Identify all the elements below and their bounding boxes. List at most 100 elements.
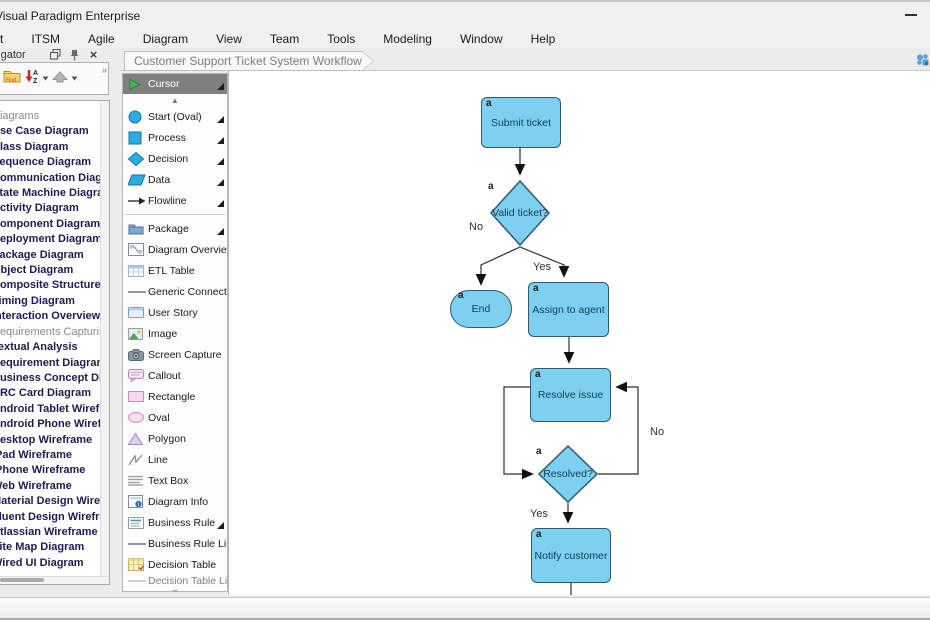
flow-node-resolved[interactable]: Resolved?a <box>536 445 598 503</box>
palette-item-process[interactable]: Process <box>123 127 227 148</box>
menu-diagram[interactable]: Diagram <box>142 31 189 46</box>
menu-window[interactable]: Window <box>459 31 503 46</box>
tree-item-iphone-wireframe[interactable]: iPhone Wireframe <box>0 464 86 477</box>
tree-item-communication-diagram[interactable]: Communication Diagram <box>0 171 109 184</box>
tree-item-interaction-overview-diagram[interactable]: Interaction Overview Diagram <box>0 310 109 323</box>
palette-item-text-box[interactable]: Text Box <box>123 470 227 491</box>
flow-connector[interactable] <box>503 386 534 480</box>
tree-item-material-design-wireframe[interactable]: Material Design Wireframe <box>0 495 109 508</box>
tree-item-site-map-diagram[interactable]: Site Map Diagram <box>0 541 85 554</box>
close-icon[interactable]: × <box>89 46 98 62</box>
palette-item-decision-table[interactable]: Decision Table <box>123 554 227 575</box>
scrollbar-thumb[interactable] <box>0 578 44 582</box>
pin-icon[interactable] <box>69 49 80 60</box>
menu-tools[interactable]: Tools <box>327 31 356 46</box>
palette-item-screen-capture[interactable]: Screen Capture <box>123 344 227 365</box>
tree-section-diagrams[interactable]: Diagrams <box>0 110 40 122</box>
tree-item-composite-structure-diagram[interactable]: Composite Structure Diagram <box>0 279 109 292</box>
caret-icon[interactable] <box>42 74 49 83</box>
tree-item-ipad-wireframe[interactable]: iPad Wireframe <box>0 448 72 461</box>
tab-customer-support-ticket-system-workflow[interactable]: Customer Support Ticket System Workflow <box>124 51 374 71</box>
puzzle-icon[interactable] <box>916 53 929 71</box>
overflow-chevrons-icon[interactable]: » <box>101 65 107 75</box>
palette-item-start-oval[interactable]: Start (Oval) <box>123 106 227 127</box>
tree-item-deployment-diagram[interactable]: Deployment Diagram <box>0 233 103 246</box>
palette-item-callout[interactable]: Callout <box>123 365 227 386</box>
tree-item-crc-card-diagram[interactable]: CRC Card Diagram <box>0 387 92 400</box>
menu-view[interactable]: View <box>216 31 242 46</box>
tree-item-package-diagram[interactable]: Package Diagram <box>0 248 84 261</box>
palette-item-cursor[interactable]: Cursor <box>123 74 227 94</box>
tree-item-class-diagram[interactable]: Class Diagram <box>0 140 69 153</box>
navigator-vertical-scrollbar[interactable] <box>100 101 109 584</box>
menu-help[interactable]: Help <box>530 31 556 46</box>
palette-item-rectangle[interactable]: Rectangle <box>123 386 227 407</box>
status-bar <box>0 597 930 620</box>
palette-scroll-down[interactable]: ▼ <box>171 587 179 592</box>
flow-connector[interactable] <box>519 246 570 278</box>
tree-item-fluent-design-wireframe[interactable]: Fluent Design Wireframe <box>0 510 109 523</box>
flow-label-yes[interactable]: Yes <box>530 508 548 520</box>
minimize-button[interactable] <box>904 8 918 20</box>
menu-agile[interactable]: Agile <box>88 31 115 46</box>
palette-item-oval[interactable]: Oval <box>123 407 227 428</box>
palette-item-business-rule-link[interactable]: Business Rule Link <box>123 533 227 554</box>
tree-section-requirements-capturing[interactable]: Requirements Capturing <box>0 325 110 338</box>
palette-item-data[interactable]: Data <box>123 169 227 190</box>
palette-item-package[interactable]: Package <box>123 218 227 239</box>
tree-item-atlassian-wireframe[interactable]: Atlassian Wireframe <box>0 525 98 538</box>
tree-item-timing-diagram[interactable]: Timing Diagram <box>0 294 75 307</box>
palette-item-decision[interactable]: Decision <box>123 148 227 169</box>
etl-table-icon <box>128 264 148 277</box>
tree-item-android-phone-wireframe[interactable]: Android Phone Wireframe <box>0 418 109 431</box>
tree-item-activity-diagram[interactable]: Activity Diagram <box>0 202 79 215</box>
open-folder-icon[interactable]: Find <box>3 68 21 89</box>
tree-item-state-machine-diagram[interactable]: State Machine Diagram <box>0 187 110 200</box>
collapse-icon[interactable] <box>51 70 69 88</box>
palette-item-polygon[interactable]: Polygon <box>123 428 227 449</box>
flow-label-yes[interactable]: Yes <box>533 261 551 273</box>
flow-connector[interactable] <box>598 381 639 475</box>
tree-item-sequence-diagram[interactable]: Sequence Diagram <box>0 156 92 169</box>
tree-item-wired-ui-diagram[interactable]: Wired UI Diagram <box>0 556 84 569</box>
tree-item-object-diagram[interactable]: Object Diagram <box>0 264 74 277</box>
tree-item-component-diagram[interactable]: Component Diagram <box>0 217 101 230</box>
palette-item-decision-table-link[interactable]: Decision Table Link <box>123 575 227 586</box>
palette-item-etl-table[interactable]: ETL Table <box>123 260 227 281</box>
caret-icon[interactable] <box>71 74 78 83</box>
tree-item-web-wireframe[interactable]: Web Wireframe <box>0 479 72 492</box>
palette-item-business-rule[interactable]: Business Rule <box>123 512 227 533</box>
flow-connector[interactable] <box>475 246 521 286</box>
restore-icon[interactable] <box>50 49 61 60</box>
tree-item-requirement-diagram[interactable]: Requirement Diagram <box>0 356 107 369</box>
palette-item-flowline[interactable]: Flowline <box>123 190 227 211</box>
menu-itsm[interactable]: ITSM <box>31 31 61 46</box>
tree-item-use-case-diagram[interactable]: Use Case Diagram <box>0 125 89 138</box>
menu-project[interactable]: Project <box>0 31 4 46</box>
palette-item-image[interactable]: Image <box>123 323 227 344</box>
menu-team[interactable]: Team <box>269 31 300 46</box>
tree-item-textual-analysis[interactable]: Textual Analysis <box>0 341 78 354</box>
tree-item-business-concept-diagram[interactable]: Business Concept Diagram <box>0 371 109 384</box>
flow-label-no[interactable]: No <box>650 426 665 438</box>
navigator-horizontal-scrollbar[interactable] <box>0 576 109 584</box>
flow-node-label: End <box>471 303 491 315</box>
palette-scroll-up[interactable]: ▲ <box>171 95 179 105</box>
palette-item-line[interactable]: Line <box>123 449 227 470</box>
palette-item-generic-connector[interactable]: Generic Connector <box>123 281 227 302</box>
flow-node-valid-ticket[interactable]: Valid ticket?a <box>488 180 550 246</box>
palette-item-user-story[interactable]: User Story <box>123 302 227 323</box>
menu-modeling[interactable]: Modeling <box>383 31 432 46</box>
flow-label-no[interactable]: No <box>469 221 484 233</box>
tree-item-desktop-wireframe[interactable]: Desktop Wireframe <box>0 433 93 446</box>
tree-item-android-tablet-wireframe[interactable]: Android Tablet Wireframe <box>0 402 109 415</box>
palette-item-diagram-overview[interactable]: Diagram Overview <box>123 239 227 260</box>
